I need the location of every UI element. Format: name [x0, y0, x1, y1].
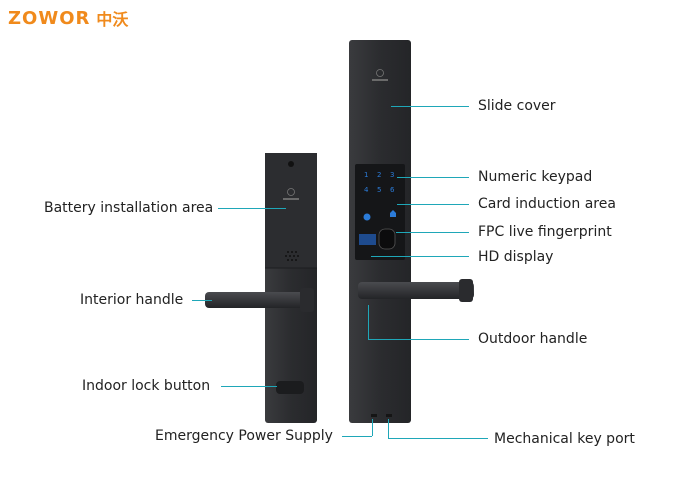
leader-fingerprint [396, 232, 469, 233]
label-outdoor-handle: Outdoor handle [478, 331, 588, 347]
leader-slide-cover [391, 106, 469, 107]
lock-key-icon [363, 213, 371, 221]
label-battery-installation-area: Battery installation area [44, 200, 214, 216]
label-slide-cover: Slide cover [478, 98, 556, 114]
indoor-lock-button [276, 381, 304, 394]
label-indoor-lock-button: Indoor lock button [82, 378, 211, 394]
exterior-emblem-icon [376, 69, 384, 77]
speaker-grille-icon [285, 251, 299, 261]
fingerprint-sensor [378, 228, 396, 250]
keypad-key-1: 1 [364, 171, 369, 179]
leader-interior-handle [192, 300, 212, 301]
logo-cjk: 中沃 [96, 10, 129, 29]
label-numeric-keypad: Numeric keypad [478, 169, 593, 185]
top-screw [288, 161, 294, 167]
leader-key-port-v [388, 419, 389, 438]
battery-cover [265, 153, 317, 268]
keypad-key-4: 4 [364, 186, 369, 194]
leader-outdoor-handle-h [368, 339, 469, 340]
label-interior-handle: Interior handle [80, 292, 184, 308]
label-card-induction-area: Card induction area [478, 196, 616, 212]
keypad-key-2: 2 [377, 171, 382, 179]
bell-key-icon [390, 210, 396, 217]
hd-display [359, 234, 376, 245]
keypad-key-3: 3 [390, 171, 395, 179]
keypad-key-5: 5 [377, 186, 382, 194]
label-fpc-live-fingerprint: FPC live fingerprint [478, 224, 612, 240]
leader-emergency-v [372, 419, 373, 436]
brand-logo: ZOWOR 中沃 [8, 6, 128, 30]
interior-handle [205, 292, 313, 308]
interior-lock [205, 153, 317, 423]
leader-emergency-h [342, 436, 372, 437]
outdoor-handle [358, 282, 474, 299]
label-mechanical-key-port: Mechanical key port [494, 431, 635, 447]
keypad-key-6: 6 [390, 186, 395, 194]
emergency-power-port [371, 414, 377, 417]
leader-numeric-keypad [397, 177, 469, 178]
label-hd-display: HD display [478, 249, 554, 265]
label-emergency-power-supply: Emergency Power Supply [155, 428, 333, 444]
leader-hd-display [371, 256, 469, 257]
leader-key-port-h [388, 438, 488, 439]
leader-outdoor-handle-v [368, 305, 369, 339]
mechanical-key-slot [386, 414, 392, 417]
leader-lock-button [221, 386, 277, 387]
leader-card-induction [397, 204, 469, 205]
logo-latin: ZOWOR [8, 7, 91, 29]
interior-emblem-icon [287, 188, 295, 196]
exterior-lock [349, 40, 474, 423]
leader-battery [218, 208, 286, 209]
